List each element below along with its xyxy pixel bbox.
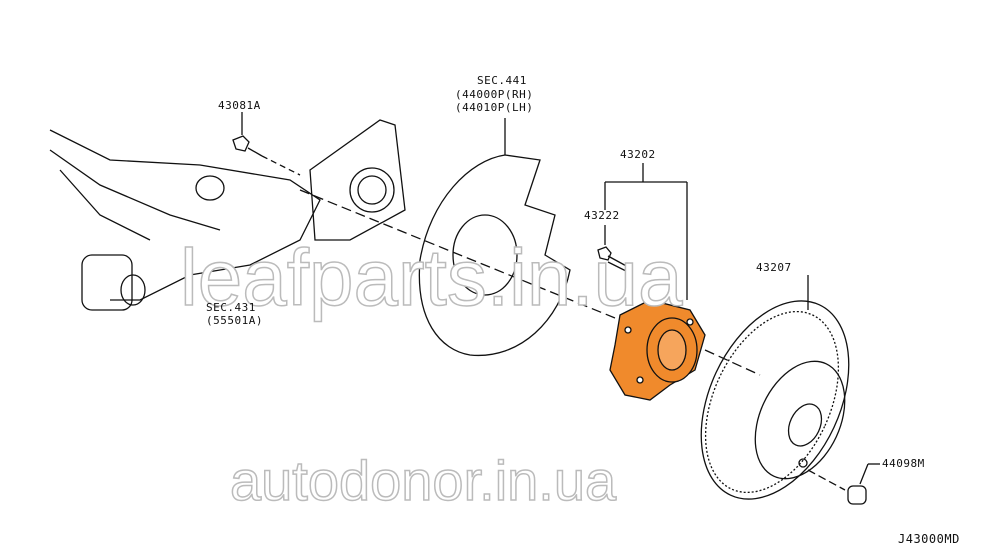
label-44010p: (44010P(LH) [455,101,534,114]
label-sec441: SEC.441 [477,74,527,87]
label-55501a: (55501A) [206,314,263,327]
bolt-43222 [597,246,631,273]
label-43222: 43222 [584,209,620,222]
label-43081a: 43081A [218,99,261,112]
label-44098m: 44098M [882,457,925,470]
brake-rotor-43207 [700,275,850,500]
suspension-arm [49,119,406,311]
backing-plate [299,118,621,357]
label-44000p: (44000P(RH) [455,88,534,101]
watermark-bottom: autodonor.in.ua [229,448,617,513]
bolt-43081a [232,112,301,176]
watermark-top: leafparts.in.ua [179,232,683,323]
wheel-hub-43202 [609,299,706,401]
leader-43202 [604,163,688,300]
cap-44098m [847,463,880,505]
label-43207: 43207 [756,261,792,274]
diagram-id: J43000MD [898,532,960,546]
label-43202: 43202 [620,148,656,161]
label-sec431: SEC.431 [206,301,256,314]
